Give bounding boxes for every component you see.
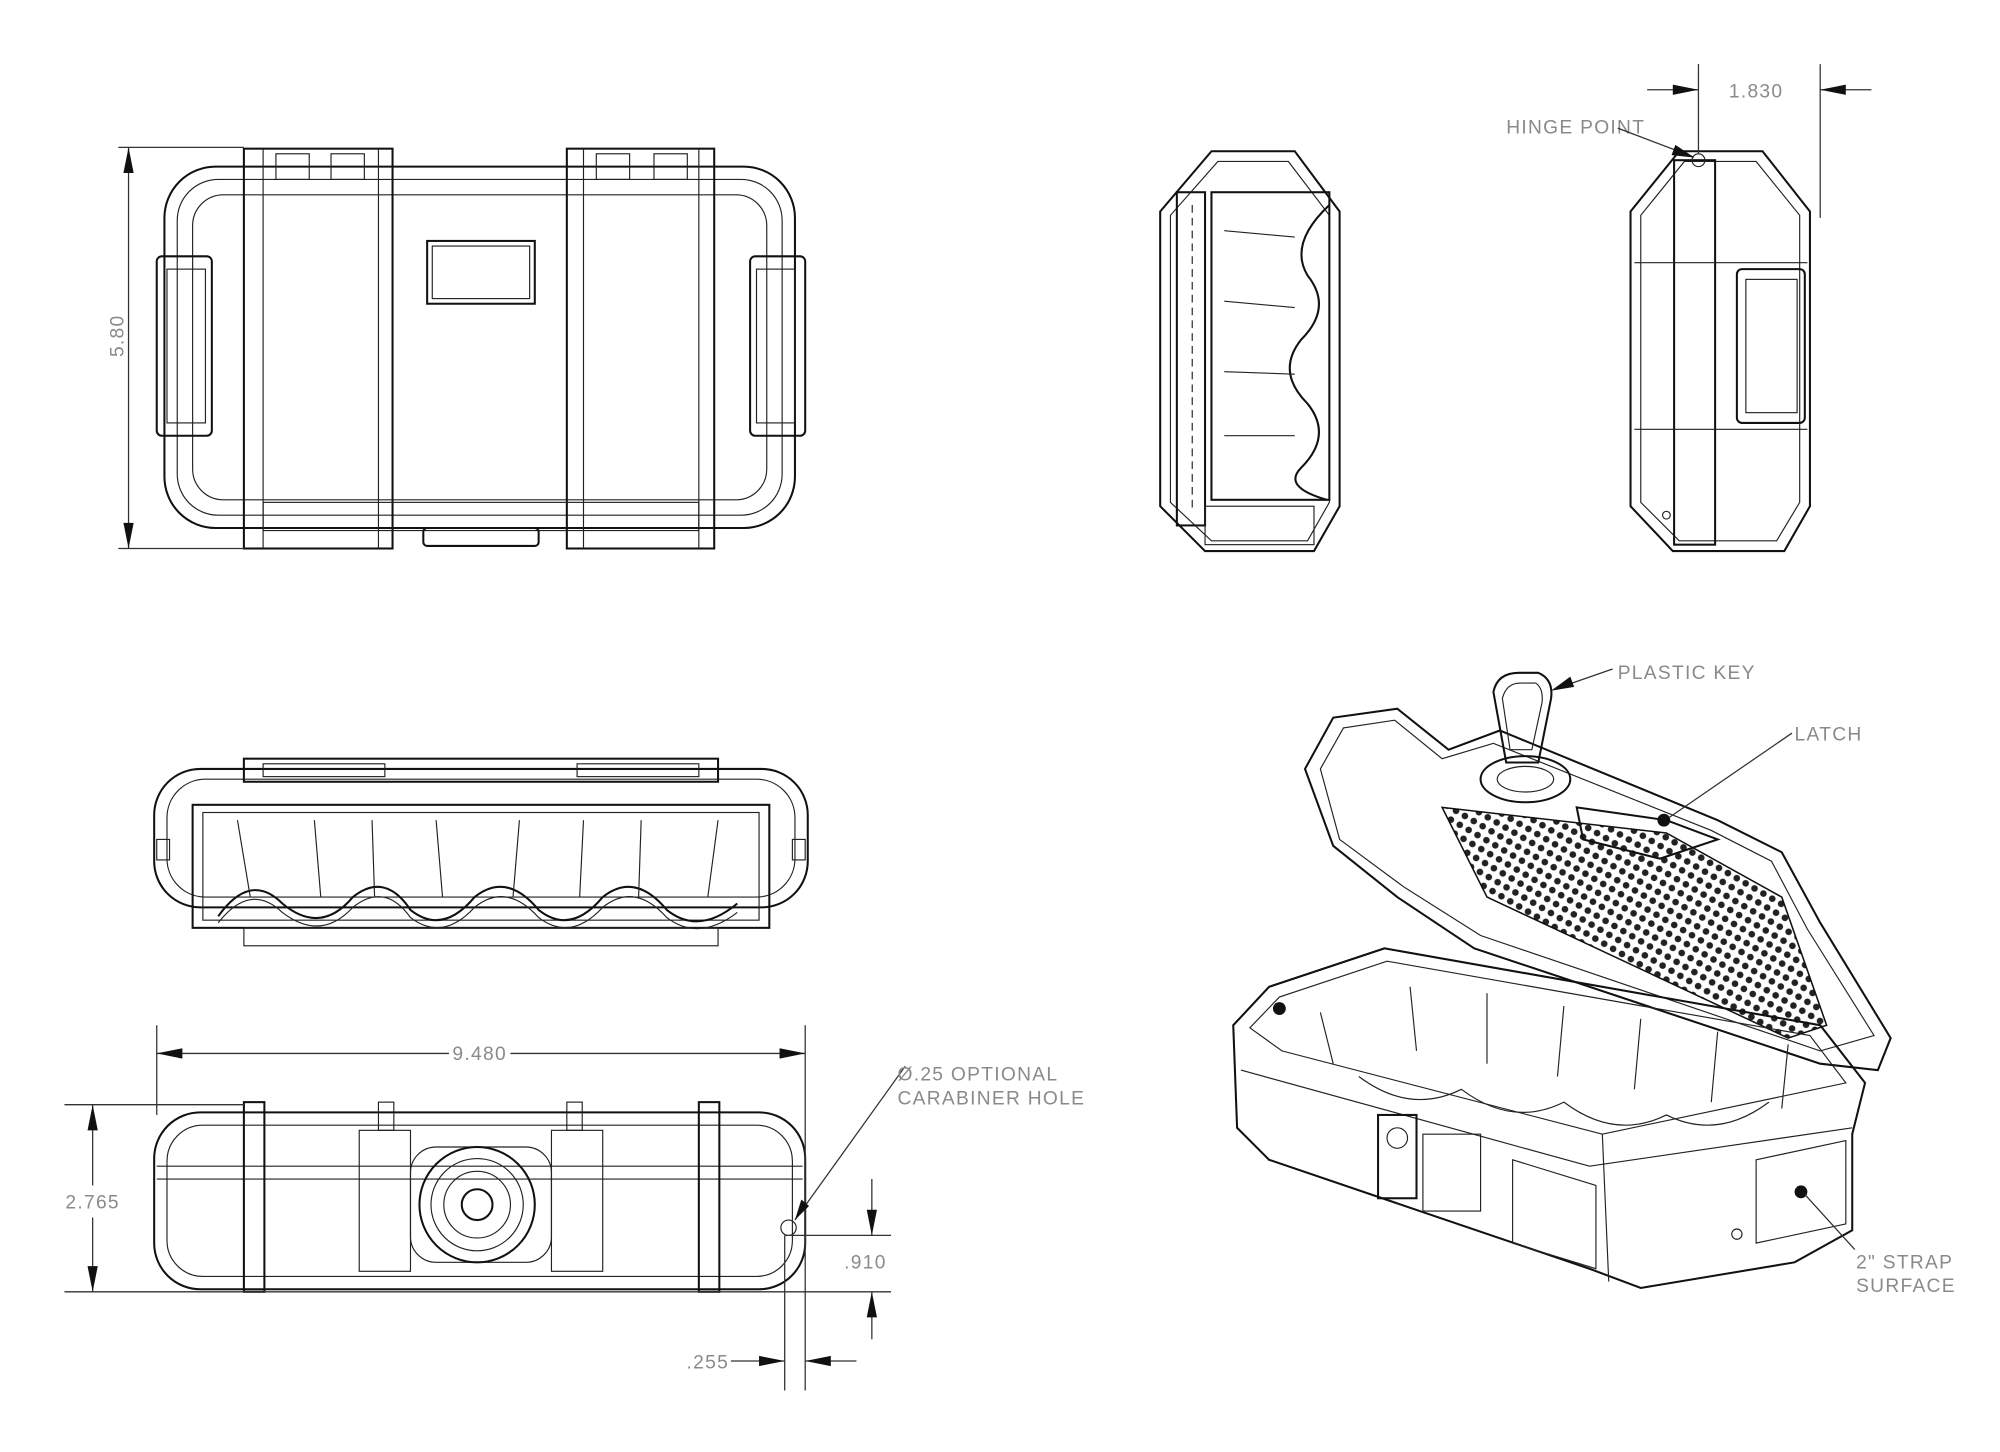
dimension-hole-height: .910 [784,1179,892,1340]
strap-label-2: SURFACE [1856,1276,1956,1297]
dim-5-80: 5.80 [107,314,128,357]
front-section-view [153,757,809,947]
dimension-height-top: 5.80 [107,146,244,550]
hinge-point-callout: HINGE POINT [1506,117,1695,158]
plastic-key-label: PLASTIC KEY [1618,663,1756,684]
dim-1-830: 1.830 [1729,81,1784,102]
carabiner-callout: Ø.25 OPTIONAL CARABINER HOLE [794,1064,1085,1221]
hinge-point-label: HINGE POINT [1506,117,1645,138]
dimension-hole-offset: .255 [687,1235,857,1391]
strap-label-1: 2" STRAP [1856,1253,1953,1274]
latch-callout: LATCH [1668,725,1863,819]
side-view [1629,150,1811,553]
carabiner-hole [780,1219,797,1236]
isometric-open-case [1232,671,1892,1290]
strap-surface-callout: 2" STRAP SURFACE [1804,1193,1956,1297]
carabiner-label-1: Ø.25 OPTIONAL [897,1064,1058,1085]
dim-910: .910 [844,1253,887,1274]
dimension-overall-height: 2.765 [64,1104,892,1293]
front-view [153,1101,807,1293]
dimension-overall-length: 9.480 [156,1025,806,1391]
plastic-key-callout: PLASTIC KEY [1551,663,1756,691]
carabiner-label-2: CARABINER HOLE [897,1089,1085,1110]
dim-9-480: 9.480 [452,1044,507,1065]
latch-label: LATCH [1795,725,1863,746]
top-view [155,147,807,550]
dim-2-765: 2.765 [65,1193,120,1214]
dimension-depth: 1.830 [1647,64,1872,218]
dim-255: .255 [687,1353,730,1374]
side-section-view [1159,150,1341,553]
